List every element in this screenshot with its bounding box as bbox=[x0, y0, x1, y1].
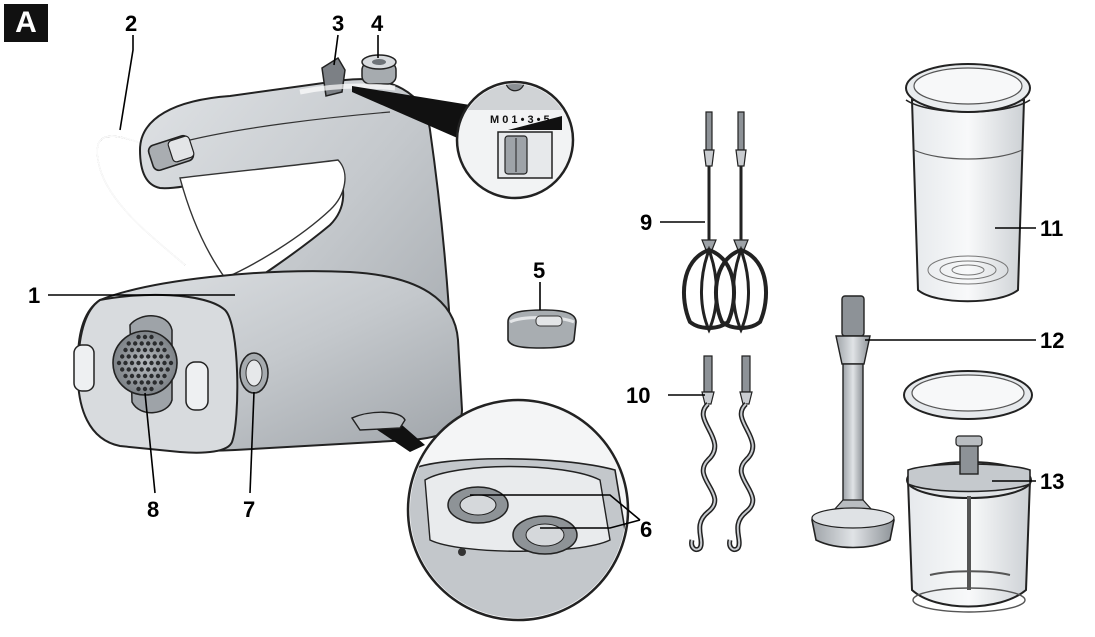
grating-hole bbox=[159, 380, 164, 385]
grating-hole bbox=[126, 380, 131, 385]
callout-5: 5 bbox=[533, 258, 545, 283]
release-button[interactable] bbox=[239, 352, 269, 394]
grating-hole bbox=[136, 386, 141, 392]
callout-10: 10 bbox=[626, 383, 650, 408]
grating-hole bbox=[123, 373, 128, 379]
meat-grating bbox=[112, 315, 178, 414]
callout-12: 12 bbox=[1040, 328, 1064, 353]
grating-hole bbox=[165, 367, 170, 372]
cord-plug bbox=[147, 134, 195, 172]
grating-hole bbox=[168, 360, 174, 366]
grating-hole bbox=[162, 347, 167, 353]
measuring-beaker bbox=[905, 63, 1031, 303]
grating-hole bbox=[139, 354, 144, 359]
grating-hole bbox=[136, 373, 141, 379]
grating-hole bbox=[126, 367, 131, 372]
grating-hole bbox=[152, 341, 157, 346]
grating-hole bbox=[129, 373, 135, 379]
grating-hole bbox=[129, 360, 135, 366]
grating-hole bbox=[142, 334, 148, 340]
callout-11: 11 bbox=[1040, 216, 1063, 241]
grating-hole bbox=[133, 367, 138, 372]
grating-hole bbox=[139, 341, 144, 346]
attachment-cap bbox=[507, 309, 577, 349]
callout-8: 8 bbox=[147, 497, 159, 522]
motor-unit bbox=[73, 54, 464, 454]
grating-hole bbox=[142, 347, 148, 353]
grating-hole bbox=[155, 360, 161, 366]
grating-hole bbox=[146, 380, 151, 385]
underside-zoom bbox=[350, 398, 630, 622]
grating-hole bbox=[146, 367, 151, 372]
callout-7: 7 bbox=[243, 497, 255, 522]
grating-hole bbox=[159, 354, 164, 359]
grating-hole bbox=[152, 367, 157, 372]
grating-hole bbox=[142, 386, 148, 392]
grating-hole bbox=[136, 347, 141, 353]
grating-hole bbox=[126, 354, 131, 359]
grating-hole bbox=[120, 354, 125, 359]
grating-hole bbox=[133, 380, 138, 385]
callout-13: 13 bbox=[1040, 469, 1064, 494]
grating-hole bbox=[152, 354, 157, 359]
grating-hole bbox=[146, 341, 151, 346]
grating-hole bbox=[136, 334, 141, 340]
grating-hole bbox=[149, 373, 154, 379]
grating-hole bbox=[155, 347, 161, 353]
grating-hole bbox=[126, 341, 131, 346]
grating-hole bbox=[116, 360, 122, 366]
dough-hooks bbox=[689, 355, 756, 553]
blender-foot bbox=[811, 295, 895, 549]
grating-hole bbox=[136, 360, 141, 366]
callout-6: 6 bbox=[640, 517, 652, 542]
grating-hole bbox=[142, 373, 148, 379]
callout-2: 2 bbox=[125, 11, 137, 36]
turbo-button[interactable] bbox=[361, 54, 397, 85]
grating-hole bbox=[123, 347, 128, 353]
speed-dial-scale: M 0 1 • 3 • 5 bbox=[490, 114, 550, 126]
callout-9: 9 bbox=[640, 210, 652, 235]
grating-hole bbox=[149, 334, 154, 340]
callout-4: 4 bbox=[371, 11, 384, 36]
callout-labels: 1 2 3 4 5 6 7 8 9 10 11 12 13 bbox=[28, 11, 1064, 542]
grating-hole bbox=[120, 367, 125, 372]
grating-hole bbox=[165, 354, 170, 359]
callout-3: 3 bbox=[332, 11, 344, 36]
figure-label-badge: A bbox=[4, 4, 48, 42]
grating-hole bbox=[139, 367, 144, 372]
grating-hole bbox=[149, 347, 154, 353]
grating-hole bbox=[159, 341, 164, 346]
grating-hole bbox=[133, 354, 138, 359]
grating-hole bbox=[155, 373, 161, 379]
grating-hole bbox=[142, 360, 148, 366]
beaters bbox=[682, 111, 768, 334]
grating-hole bbox=[149, 386, 154, 392]
chopper-bowl bbox=[903, 370, 1033, 613]
grating-hole bbox=[162, 373, 167, 379]
grating-hole bbox=[133, 341, 138, 346]
grating-hole bbox=[129, 347, 135, 353]
grating-hole bbox=[123, 360, 128, 366]
grating-hole bbox=[152, 380, 157, 385]
grating-hole bbox=[139, 380, 144, 385]
callout-1: 1 bbox=[28, 283, 40, 308]
grating-hole bbox=[149, 360, 154, 366]
grating-hole bbox=[159, 367, 164, 372]
leader-lines bbox=[48, 34, 1036, 529]
grating-hole bbox=[146, 354, 151, 359]
grating-hole bbox=[162, 360, 167, 366]
